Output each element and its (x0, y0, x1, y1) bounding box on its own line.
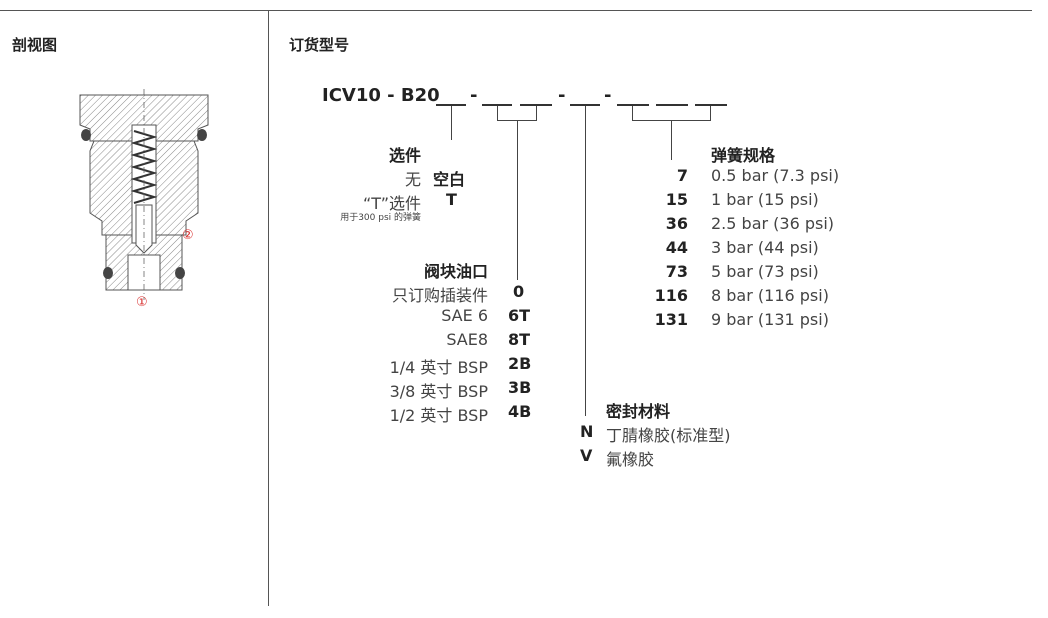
section-title-ordering-code: 订货型号 (289, 36, 350, 54)
blank-spring-1 (617, 104, 649, 106)
spring-label-131: 9 bar (131 psi) (711, 310, 829, 329)
bracket-spring-right (710, 106, 711, 120)
code-dash-1: - (470, 85, 478, 106)
bracket-port-left (497, 106, 498, 120)
port-marker-2: ② (182, 228, 194, 243)
spring-label-44: 3 bar (44 psi) (711, 238, 819, 257)
seal-code-v: V (580, 446, 593, 465)
option-none-code: 空白 (433, 170, 466, 189)
connector-spring (671, 120, 672, 160)
port-label-6t: SAE 6 (441, 306, 488, 325)
seal-label-v: 氟橡胶 (606, 450, 655, 469)
blank-option (436, 104, 466, 106)
spring-code-73: 73 (665, 262, 688, 281)
option-t-note: 用于300 psi 的弹簧 (340, 213, 421, 223)
spring-label-7: 0.5 bar (7.3 psi) (711, 166, 840, 185)
section-title-cross-section: 剖视图 (12, 36, 58, 54)
port-code-4b: 4B (508, 402, 532, 421)
connector-port (517, 120, 518, 280)
code-dash-3: - (604, 85, 612, 106)
blank-spring-2 (656, 104, 688, 106)
spring-code-7: 7 (676, 166, 688, 185)
spring-code-131: 131 (654, 310, 688, 329)
port-code-8t: 8T (508, 330, 531, 349)
port-code-2b: 2B (508, 354, 532, 373)
options-title: 选件 (388, 146, 421, 165)
ports-title: 阀块油口 (423, 262, 488, 281)
port-marker-1: ① (136, 295, 148, 310)
blank-seal (570, 104, 600, 106)
spring (130, 130, 158, 204)
bracket-spring-left (632, 106, 633, 120)
port-label-4b: 1/2 英寸 BSP (389, 406, 488, 425)
seal-label-n: 丁腈橡胶(标准型) (606, 426, 731, 445)
spring-code-116: 116 (654, 286, 688, 305)
port-code-3b: 3B (508, 378, 532, 397)
code-dash-2: - (558, 85, 566, 106)
bracket-port-right (536, 106, 537, 120)
port-label-8t: SAE8 (446, 330, 488, 349)
spring-title: 弹簧规格 (711, 146, 776, 165)
spring-label-15: 1 bar (15 psi) (711, 190, 819, 209)
spring-code-44: 44 (665, 238, 688, 257)
spring-label-36: 2.5 bar (36 psi) (711, 214, 835, 233)
model-code-prefix: ICV10 - B20 (322, 85, 440, 106)
spring-code-36: 36 (665, 214, 688, 233)
spring-label-73: 5 bar (73 psi) (711, 262, 819, 281)
connector-option (451, 106, 452, 140)
top-rule (0, 10, 1032, 11)
column-divider (268, 10, 269, 606)
connector-seal (585, 106, 586, 416)
option-t-label: “T”选件 (362, 194, 421, 213)
seals-title: 密封材料 (606, 402, 671, 421)
port-label-2b: 1/4 英寸 BSP (389, 358, 488, 377)
blank-port-1 (482, 104, 512, 106)
seal-code-n: N (580, 422, 594, 441)
blank-spring-3 (695, 104, 727, 106)
valve-cross-section-drawing (79, 89, 209, 300)
o-ring-seals (81, 129, 207, 279)
port-label-0: 只订购插装件 (391, 286, 488, 305)
port-label-3b: 3/8 英寸 BSP (389, 382, 488, 401)
blank-port-2 (520, 104, 552, 106)
port-code-0: 0 (513, 282, 525, 301)
option-none-label: 无 (404, 170, 421, 189)
spring-label-116: 8 bar (116 psi) (711, 286, 829, 305)
spring-code-15: 15 (665, 190, 688, 209)
option-t-code: T (446, 190, 457, 209)
port-code-6t: 6T (508, 306, 531, 325)
